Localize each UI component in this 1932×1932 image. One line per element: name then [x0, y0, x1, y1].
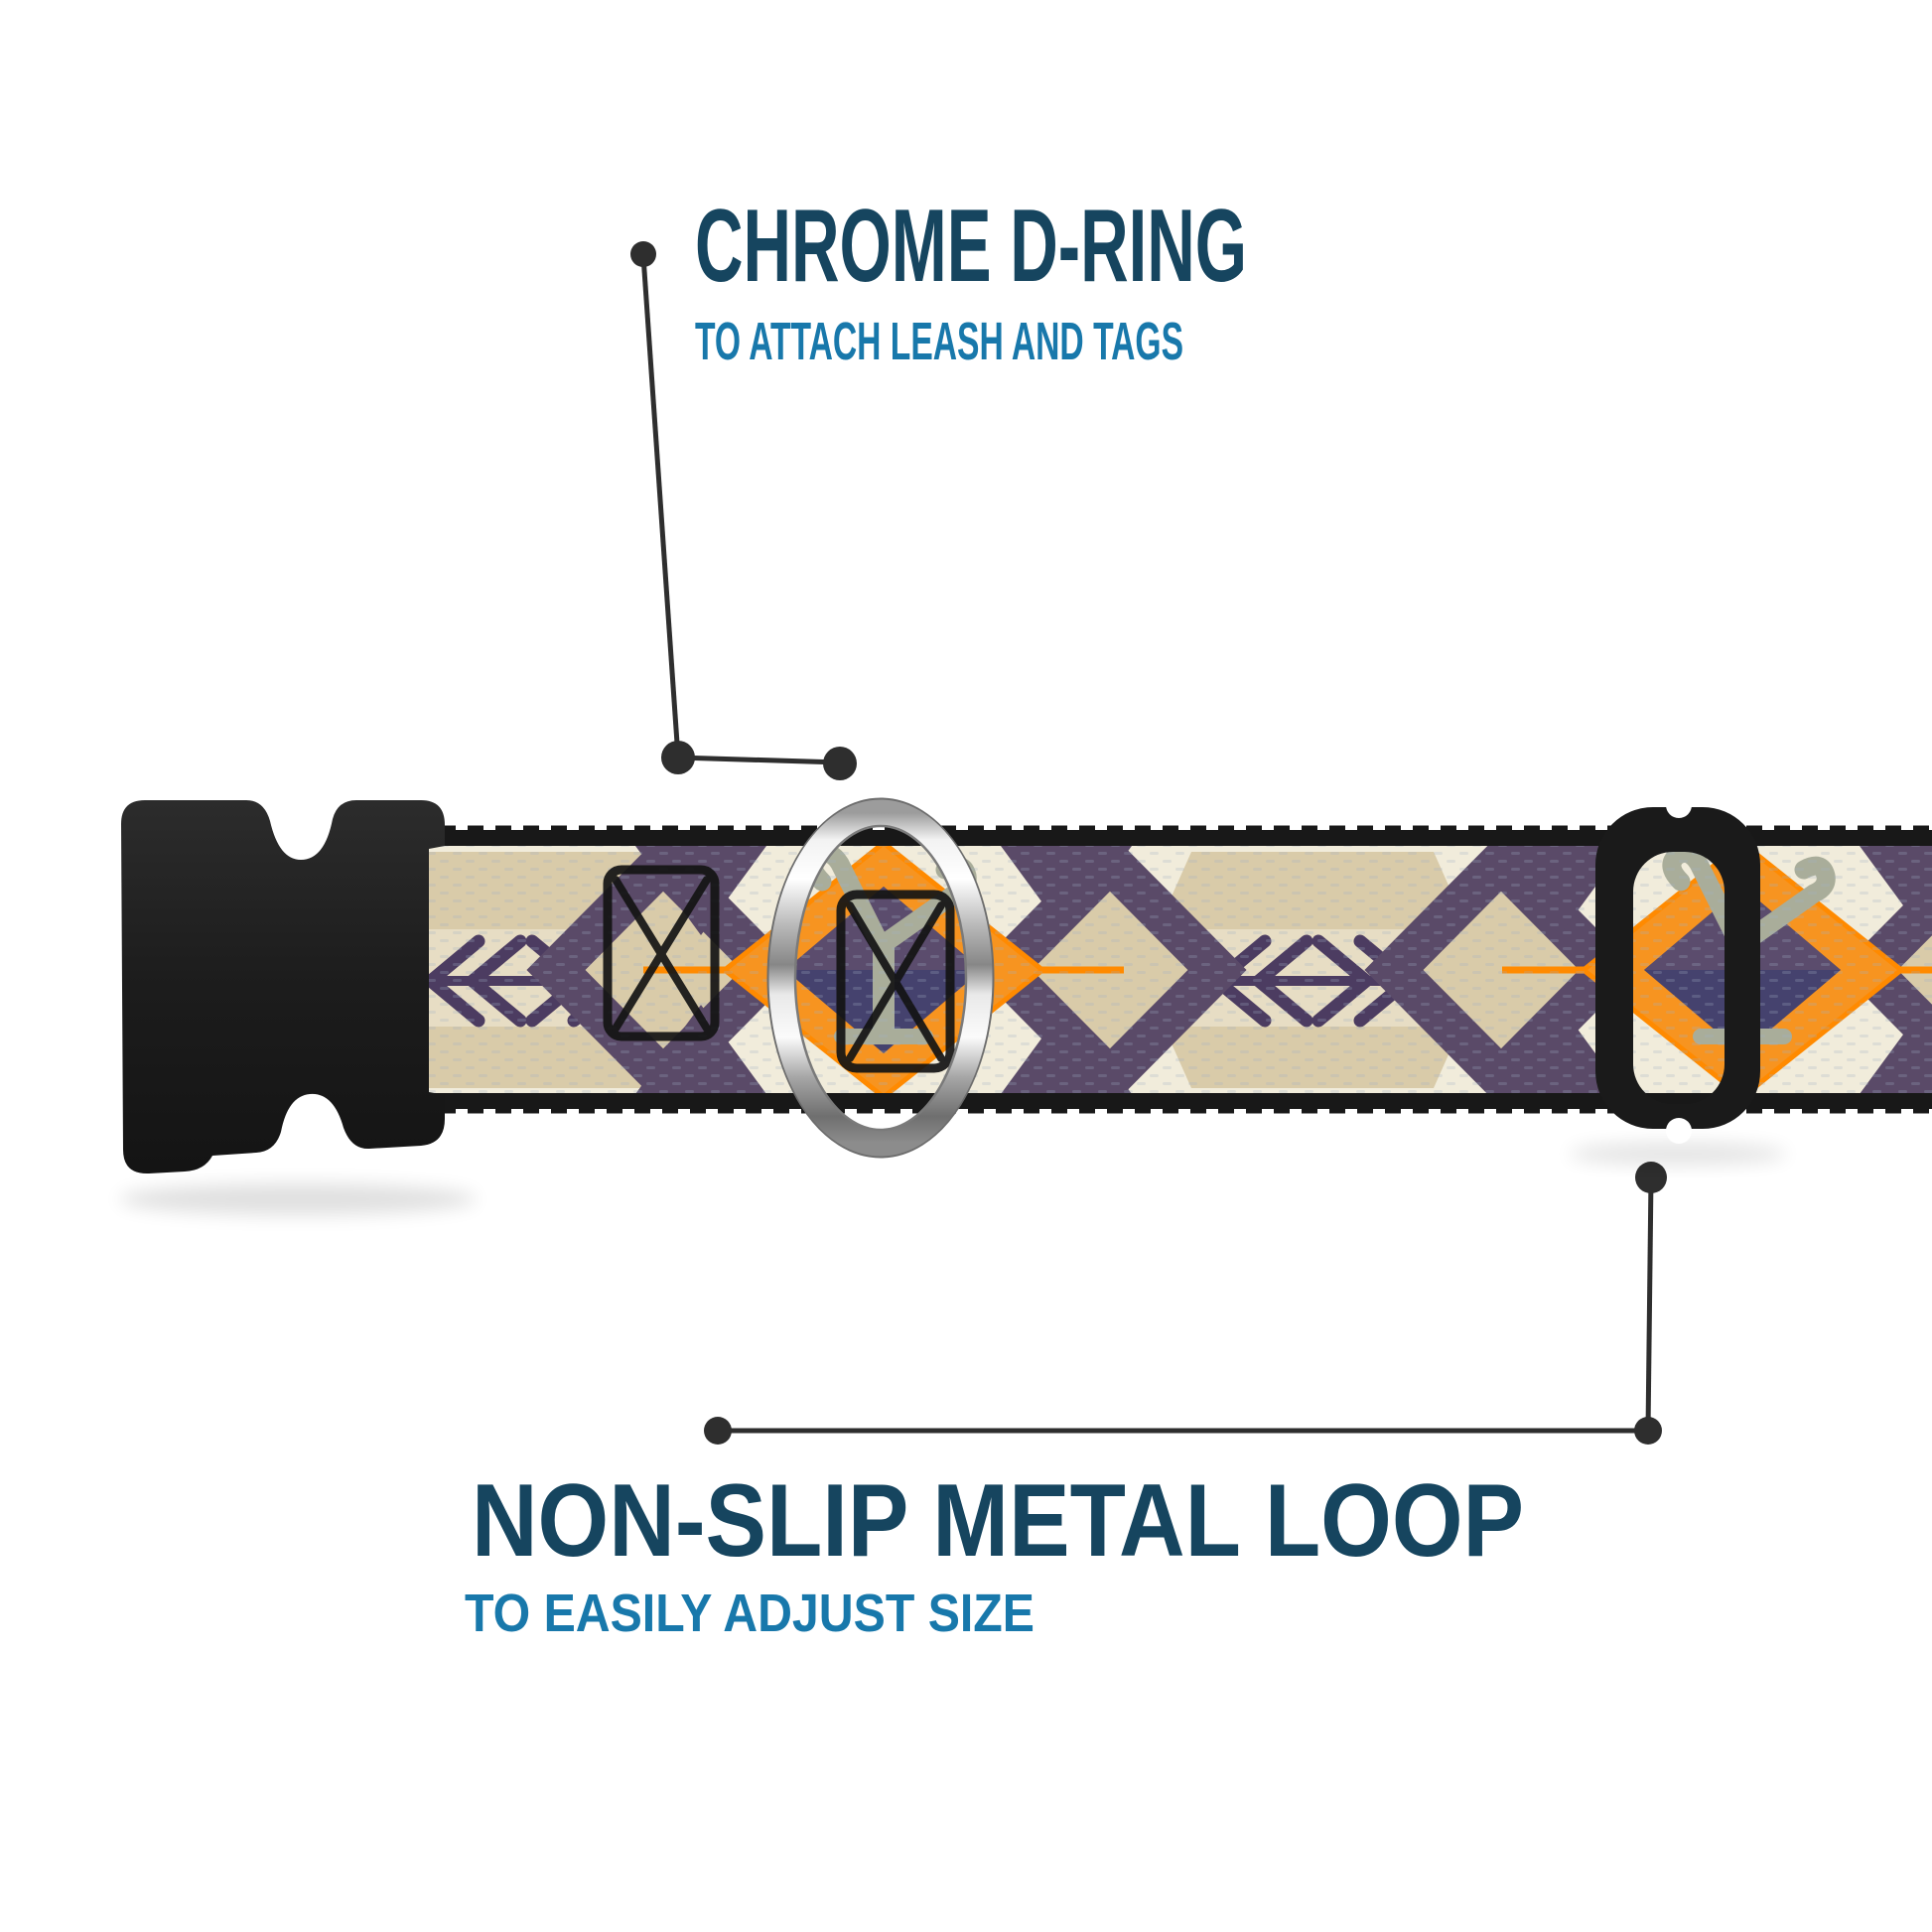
top-leader-horizontal-line	[677, 755, 841, 765]
slider-top-pinch	[1666, 792, 1692, 818]
bottom-callout-title: NON-SLIP METAL LOOP	[472, 1463, 1524, 1579]
top-callout-leader	[630, 241, 857, 780]
bottom-leader-vertical-line	[1645, 1176, 1654, 1432]
webbing-top-edge	[412, 830, 1932, 847]
slider-frame	[1595, 807, 1760, 1129]
bottom-leader-dot-slider-end	[1635, 1162, 1667, 1193]
webbing-bottom-edge	[412, 1092, 1932, 1109]
webbing-pattern	[412, 846, 1932, 1093]
box-x-stitch-right	[836, 890, 955, 1073]
d-ring-body	[768, 799, 993, 1157]
box-stitching	[603, 865, 955, 1073]
bottom-leader-dot-title-end	[704, 1417, 732, 1445]
chrome-d-ring	[766, 797, 995, 1159]
bottom-leader-dot-corner	[1634, 1417, 1662, 1445]
side-release-buckle	[121, 800, 445, 1174]
d-ring-outer-outline	[766, 797, 995, 1159]
buckle-shadow	[119, 1183, 477, 1215]
top-leader-dot-title-end	[630, 241, 656, 267]
collar-webbing	[412, 825, 1932, 1114]
bottom-callout-leader	[704, 1162, 1667, 1445]
slider-shadow	[1569, 1142, 1787, 1166]
top-leader-dot-corner	[661, 741, 695, 774]
top-callout-subtitle: TO ATTACH LEASH AND TAGS	[695, 312, 1183, 371]
top-callout-title: CHROME D-RING	[695, 189, 1247, 304]
d-ring-inner-outline	[793, 824, 968, 1132]
slider-bottom-pinch	[1666, 1118, 1692, 1144]
bottom-callout-subtitle: TO EASILY ADJUST SIZE	[465, 1584, 1035, 1643]
metal-loop-slider	[1595, 792, 1760, 1144]
box-x-stitch-left	[603, 865, 720, 1041]
top-leader-vertical-line	[640, 255, 681, 759]
top-leader-dot-dring-end	[823, 747, 857, 780]
fabric-texture	[412, 846, 1932, 1093]
